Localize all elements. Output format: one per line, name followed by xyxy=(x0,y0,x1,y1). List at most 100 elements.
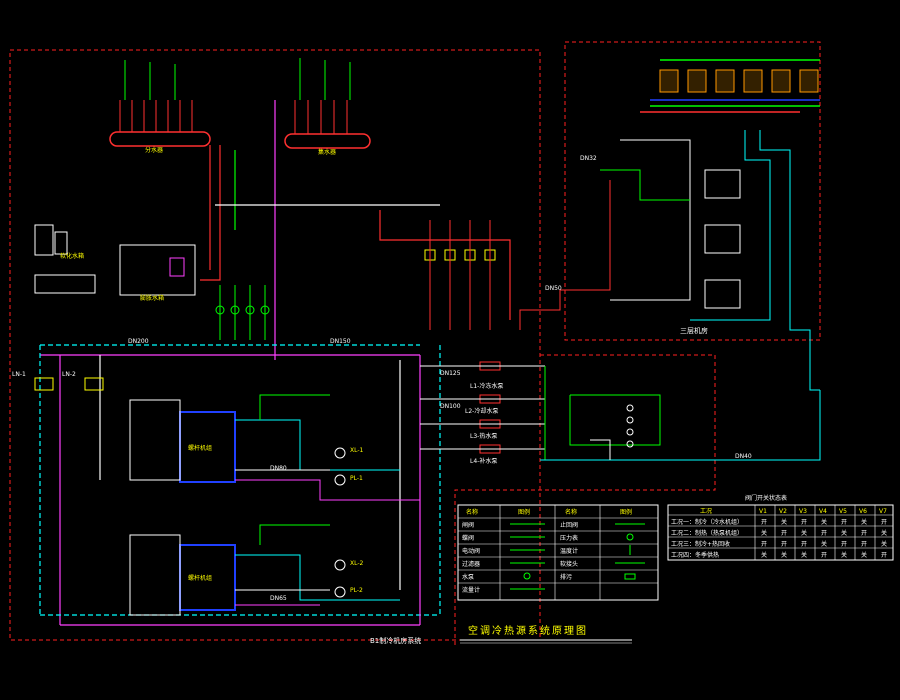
valve-table-title: 阀门开关状态表 xyxy=(745,494,787,502)
pump-row-mid-pipes xyxy=(429,220,491,330)
b1-room-label: B1制冷机房系统 xyxy=(370,636,421,645)
vt-r2-c5: 开 xyxy=(841,541,847,548)
vt-r1-c5: 关 xyxy=(841,529,847,537)
legend-r0-c2: 止回阀 xyxy=(560,521,578,529)
pump-l4-label: L4-补水泵 xyxy=(470,457,497,465)
vt-r0-c6: 关 xyxy=(861,518,867,526)
b1-room-frame-ext xyxy=(454,354,716,645)
pump-row-mid xyxy=(424,249,496,261)
vt-r1-c3: 关 xyxy=(801,529,807,537)
boundary-frames xyxy=(9,41,821,645)
pump-l2-label: L2-冷却水泵 xyxy=(465,407,498,415)
legend-r0-c0: 闸阀 xyxy=(462,521,474,529)
rooftop-riser-lines xyxy=(519,130,820,391)
vt-r3-c5: 关 xyxy=(841,551,847,559)
pump-bank-valves xyxy=(626,404,634,448)
pipe-tag-6: DN65 xyxy=(270,595,287,602)
legend-r4-c2: 排污 xyxy=(560,573,572,581)
chiller-b-pipes xyxy=(235,524,400,606)
main-risers xyxy=(200,100,511,360)
manifold-left-group: 分水器 xyxy=(109,60,211,154)
pump-bank-right-pipes xyxy=(420,365,821,461)
legend-h2: 名称 xyxy=(565,508,577,516)
pipe-tags: DN200 DN150 DN125 DN100 DN80 DN65 DN50 D… xyxy=(128,155,752,602)
rooftop-chillers xyxy=(704,169,741,309)
pipe-tag-5: DN80 xyxy=(270,465,287,472)
manifold-left-body xyxy=(109,131,211,147)
vt-r3-c2: 关 xyxy=(781,551,787,559)
sheet-title: 空调冷热源系统原理图 xyxy=(468,624,588,637)
vt-r2-c4: 关 xyxy=(821,540,827,548)
pipe-tag-7: DN50 xyxy=(545,285,562,292)
vt-r3-c6: 关 xyxy=(861,551,867,559)
rooftop-units xyxy=(659,69,819,93)
softener-group: 软化水箱 xyxy=(34,224,96,294)
pumps-a xyxy=(334,447,346,486)
pump-pl1-label: PL-1 xyxy=(350,475,363,482)
vt-r1-c1: 关 xyxy=(761,529,767,537)
manifold-right-label: 集水器 xyxy=(318,148,336,156)
vt-h7: V7 xyxy=(879,508,887,515)
vt-r1-c0: 工况二：制热（热泵机组） xyxy=(671,529,743,537)
main-headers xyxy=(39,344,441,626)
vt-r2-c6: 开 xyxy=(861,541,867,548)
chiller-b-label: 螺杆机组 xyxy=(188,574,212,582)
ln1-label: LN-1 xyxy=(12,371,26,378)
legend-r2-c2: 温度计 xyxy=(560,547,578,555)
vt-r0-c7: 开 xyxy=(881,519,887,526)
chiller-a-label: 螺杆机组 xyxy=(188,444,212,452)
pipe-tag-4: DN100 xyxy=(440,403,461,410)
pipe-tag-2: DN150 xyxy=(330,338,351,345)
expansion-group: 膨胀水箱 xyxy=(119,244,196,302)
manifold-right-body xyxy=(284,133,371,149)
legend-symbols xyxy=(510,523,645,590)
vt-r2-c3: 开 xyxy=(801,541,807,548)
legend-table: 名称 图例 名称 图例 闸阀 止回阀 蝶阀 压力表 电动阀 温度计 过滤器 软接… xyxy=(457,504,659,601)
vt-r0-c3: 开 xyxy=(801,519,807,526)
pumps-b xyxy=(334,559,346,598)
vt-r0-c1: 开 xyxy=(761,519,767,526)
vt-r3-c3: 关 xyxy=(801,551,807,559)
rooftop-room-label: 三层机房 xyxy=(680,326,708,335)
pump-pl2-label: PL-2 xyxy=(350,587,363,594)
legend-h1: 图例 xyxy=(518,508,530,516)
pump-l1-label: L1-冷冻水泵 xyxy=(470,382,503,390)
legend-r3-c2: 软接头 xyxy=(560,560,578,568)
vt-r1-c4: 开 xyxy=(821,530,827,537)
vt-r3-c1: 关 xyxy=(761,551,767,559)
pipe-tag-1: DN200 xyxy=(128,338,149,345)
vt-h4: V4 xyxy=(819,508,827,515)
manifold-left-label: 分水器 xyxy=(145,146,163,154)
vt-r1-c7: 关 xyxy=(881,529,887,537)
legend-r5-c0: 流量计 xyxy=(462,586,480,594)
vt-h5: V5 xyxy=(839,508,847,515)
legend-r1-c0: 蝶阀 xyxy=(462,534,474,542)
vt-r3-c4: 开 xyxy=(821,552,827,559)
ln2-label: LN-2 xyxy=(62,371,76,378)
makeup-pumps xyxy=(215,285,270,340)
vt-r3-c0: 工况四：冬季供热 xyxy=(671,551,719,559)
vt-r0-c2: 关 xyxy=(781,518,787,526)
legend-r3-c0: 过滤器 xyxy=(462,560,480,568)
chiller-a-pipes xyxy=(235,394,420,501)
valve-table: 阀门开关状态表 工况 V1 V2 V3 V4 V5 V6 V7 工况一：制冷（ xyxy=(667,494,894,561)
rooftop-header-pipes xyxy=(640,59,820,113)
vt-r0-c0: 工况一：制冷（冷水机组） xyxy=(671,518,743,526)
vt-r0-c4: 关 xyxy=(821,518,827,526)
legend-r1-c2: 压力表 xyxy=(560,534,578,542)
pump-bank-right: L1-冷冻水泵 L2-冷却水泵 L3-热水泵 L4-补水泵 xyxy=(465,361,503,465)
pipe-tag-8: DN40 xyxy=(735,453,752,460)
pump-xl1-label: XL-1 xyxy=(350,447,364,454)
ln-units: LN-1 LN-2 xyxy=(12,371,104,391)
vt-h6: V6 xyxy=(859,508,867,515)
pump-xl2-label: XL-2 xyxy=(350,560,364,567)
vt-h1: V1 xyxy=(759,508,767,515)
pipe-tag-9: DN32 xyxy=(580,155,597,162)
manifold-right-group: 集水器 xyxy=(284,58,371,156)
softener-label: 软化水箱 xyxy=(60,252,84,260)
vt-h0: 工况 xyxy=(700,508,712,515)
vt-r1-c6: 开 xyxy=(861,530,867,537)
expansion-label: 膨胀水箱 xyxy=(140,294,164,302)
vt-r3-c7: 开 xyxy=(881,552,887,559)
